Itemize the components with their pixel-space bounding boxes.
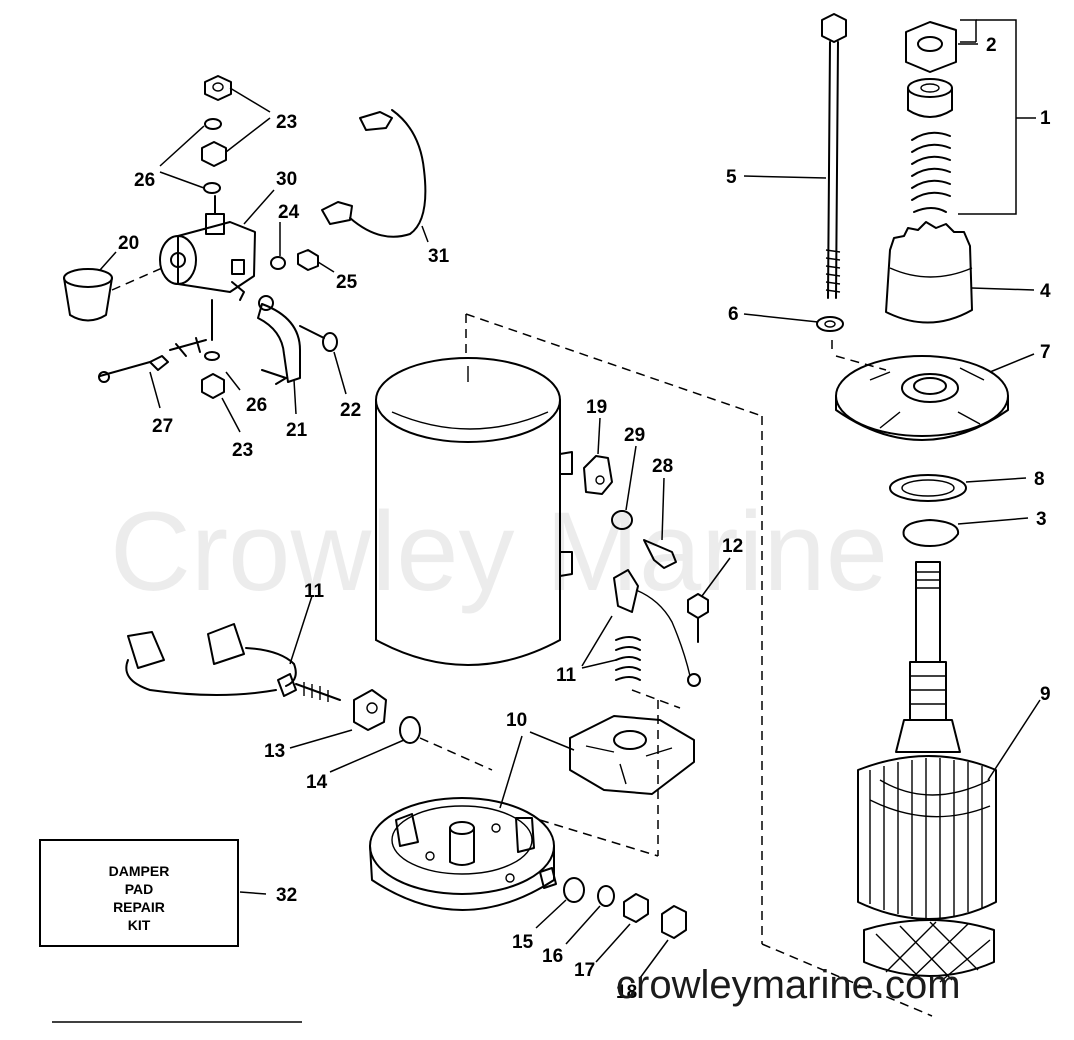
brush-left-11 [127,631,165,669]
brush-parts [125,455,709,795]
cable-31 [359,111,393,131]
callout-26-top: 26 [134,170,155,191]
kit-line-1: DAMPER [109,863,170,879]
callout-9: 9 [1040,684,1051,705]
callout-16: 16 [542,946,563,967]
callout-4: 4 [1040,281,1051,302]
callout-10: 10 [506,710,527,731]
lockwasher-26-low [204,351,220,361]
solenoid-body-30 [177,221,256,293]
callout-8: 8 [1034,469,1045,490]
callout-32: 32 [276,885,297,906]
drive-assembly [816,13,1009,547]
washer-8 [889,474,967,502]
callout-5: 5 [726,167,737,188]
callout-17: 17 [574,960,595,981]
field-frame [375,313,933,1017]
callout-31: 31 [428,246,450,267]
callout-3: 3 [1036,509,1047,530]
callout-23-bottom: 23 [232,440,253,461]
nut-17 [623,893,649,923]
callout-27: 27 [152,416,173,437]
callout-7: 7 [1040,342,1051,363]
nut-25 [297,249,319,271]
nut-2 [905,21,957,73]
callout-24: 24 [278,202,300,223]
brush-11 [613,569,639,613]
callout-13: 13 [264,741,285,762]
brush-spring-11 [615,636,641,681]
drive-end-head-7 [835,355,1009,437]
callout-1: 1 [1040,108,1051,129]
washer-15 [563,877,585,903]
screw-22 [299,325,325,339]
washer-24 [270,256,286,270]
footer-url: crowleymarine.com [616,963,961,1007]
callout-28: 28 [652,456,673,477]
spring [911,131,951,213]
callout-23-top: 23 [276,112,297,133]
callout-12: 12 [722,536,743,557]
callout-22: 22 [340,400,361,421]
boot-20 [63,268,113,288]
retaining-ring-3 [902,519,960,547]
kit-line-2: PAD [125,881,154,897]
callout-29: 29 [624,425,645,446]
terminal-27 [99,355,169,377]
watermark: Crowley Marine [110,489,888,614]
nut-18 [661,905,687,939]
callout-14: 14 [306,772,328,793]
brush-holder-10 [569,715,695,795]
callout-11-right: 11 [556,665,577,686]
insulator-13 [353,689,387,731]
nut-23-low [201,373,225,399]
damper-pad-kit-box: DAMPER PAD REPAIR KIT 32 [39,839,297,947]
clip-19 [583,455,613,495]
callout-21: 21 [286,420,308,441]
washer-14 [399,716,421,744]
kit-line-4: KIT [128,917,151,933]
callout-19: 19 [586,397,607,418]
lockwasher-16 [597,885,615,907]
leader-lines [99,19,1041,979]
callout-25: 25 [336,272,358,293]
washer-6 [816,316,844,332]
callout-15: 15 [512,932,534,953]
thru-bolt-5 [821,13,847,43]
callout-20: 20 [118,233,139,254]
washer-29 [611,510,633,530]
screw-12 [687,593,709,619]
callout-11-left: 11 [304,581,325,602]
lockwasher-26-mid [203,182,221,194]
callout-6: 6 [728,304,739,325]
callout-26-bottom: 26 [246,395,267,416]
nut-23-mid [201,141,227,167]
lockwasher-26-top [204,118,222,130]
screw-28 [643,539,677,569]
callout-2: 2 [986,35,997,56]
callout-30: 30 [276,169,297,190]
drive-pinion-4 [885,221,973,324]
callout-18: 18 [616,982,637,1003]
solenoid-assembly [63,75,427,399]
kit-line-3: REPAIR [113,899,165,915]
end-cap [369,797,687,939]
nut-23-top [204,75,232,101]
armature-9 [857,561,997,983]
callout-numbers: 1 2 3 4 5 6 7 8 9 10 11 11 12 13 14 15 1… [118,35,1051,1003]
